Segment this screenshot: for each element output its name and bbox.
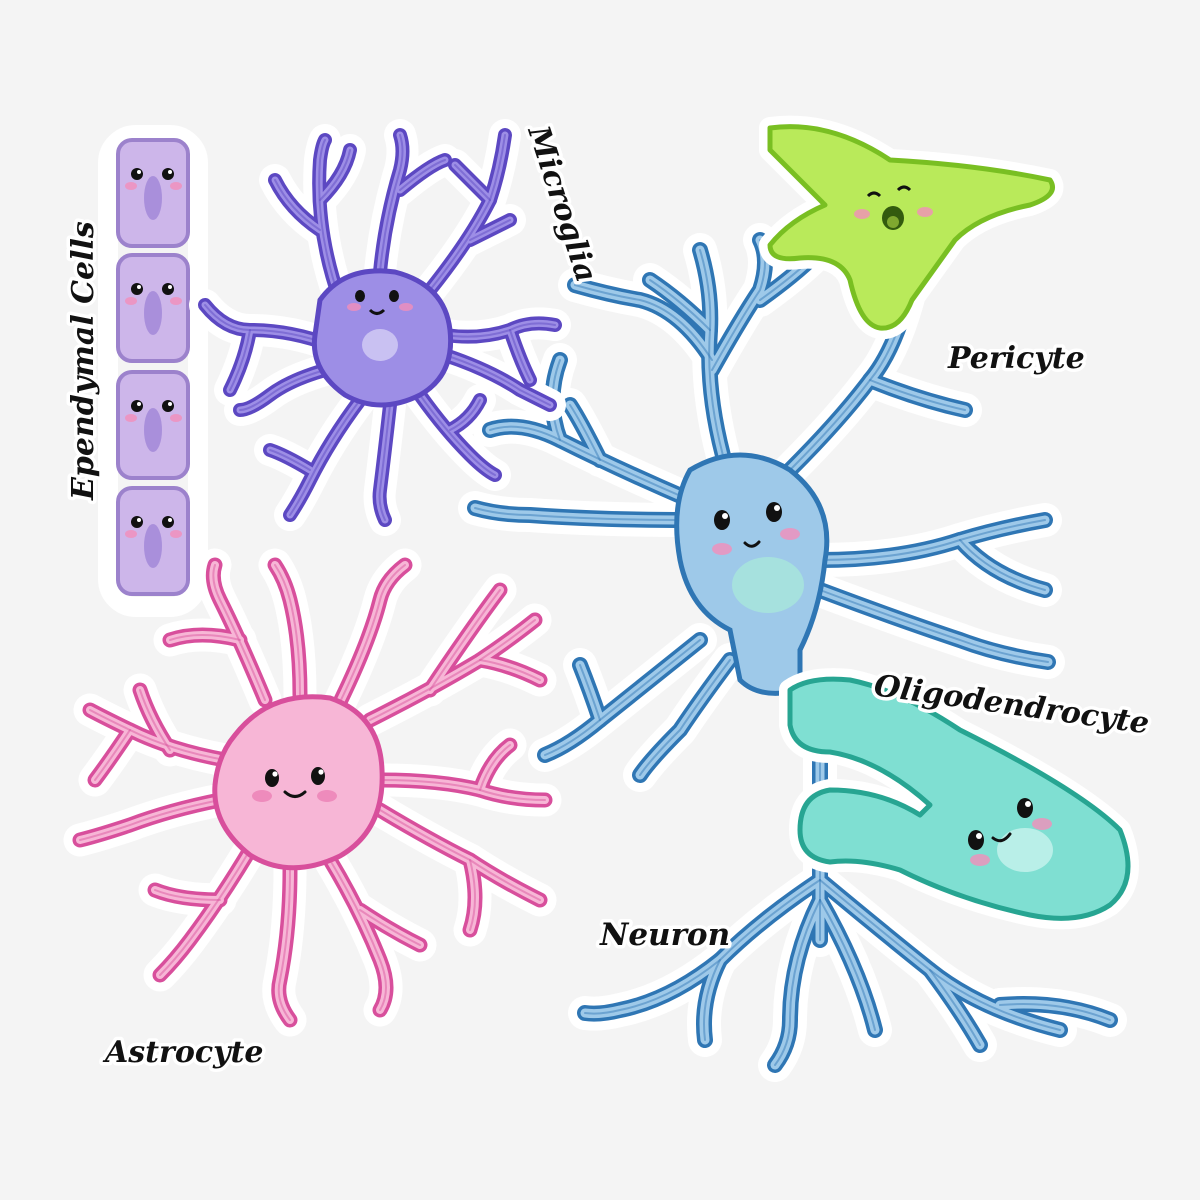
pericyte-cell <box>759 115 1064 340</box>
neuron-cell <box>458 223 1127 1082</box>
ependymal-cells <box>98 125 208 617</box>
smiley-face-icon <box>968 798 1052 866</box>
smiley-face-icon <box>252 767 337 802</box>
oligodendrocyte-cell <box>779 668 1139 930</box>
smiley-face-icon <box>125 168 182 190</box>
microglia-cell <box>189 119 571 536</box>
smiley-face-icon <box>712 502 800 555</box>
smiley-face-icon <box>125 516 182 538</box>
label-neuron: Neuron <box>599 917 730 953</box>
astrocyte-body <box>212 694 385 871</box>
ependymal-cell <box>116 138 190 248</box>
ependymal-cell <box>116 253 190 363</box>
microglia-processes <box>189 119 571 536</box>
astrocyte-processes <box>63 548 562 1037</box>
surprised-face-icon <box>854 185 933 230</box>
smiley-face-icon <box>347 290 413 315</box>
label-pericyte: Pericyte <box>947 341 1085 376</box>
label-ependymal-cells: Ependymal Cells <box>66 221 101 501</box>
astrocyte-cell <box>63 548 562 1037</box>
label-astrocyte: Astrocyte <box>102 1035 263 1070</box>
ependymal-cell <box>116 370 190 480</box>
neuron-nucleus <box>732 557 804 613</box>
smiley-face-icon <box>125 283 182 305</box>
smiley-face-icon <box>125 400 182 422</box>
neuron-dendrites <box>458 223 1127 1082</box>
ependymal-cell <box>116 486 190 596</box>
pericyte-body <box>767 124 1055 331</box>
